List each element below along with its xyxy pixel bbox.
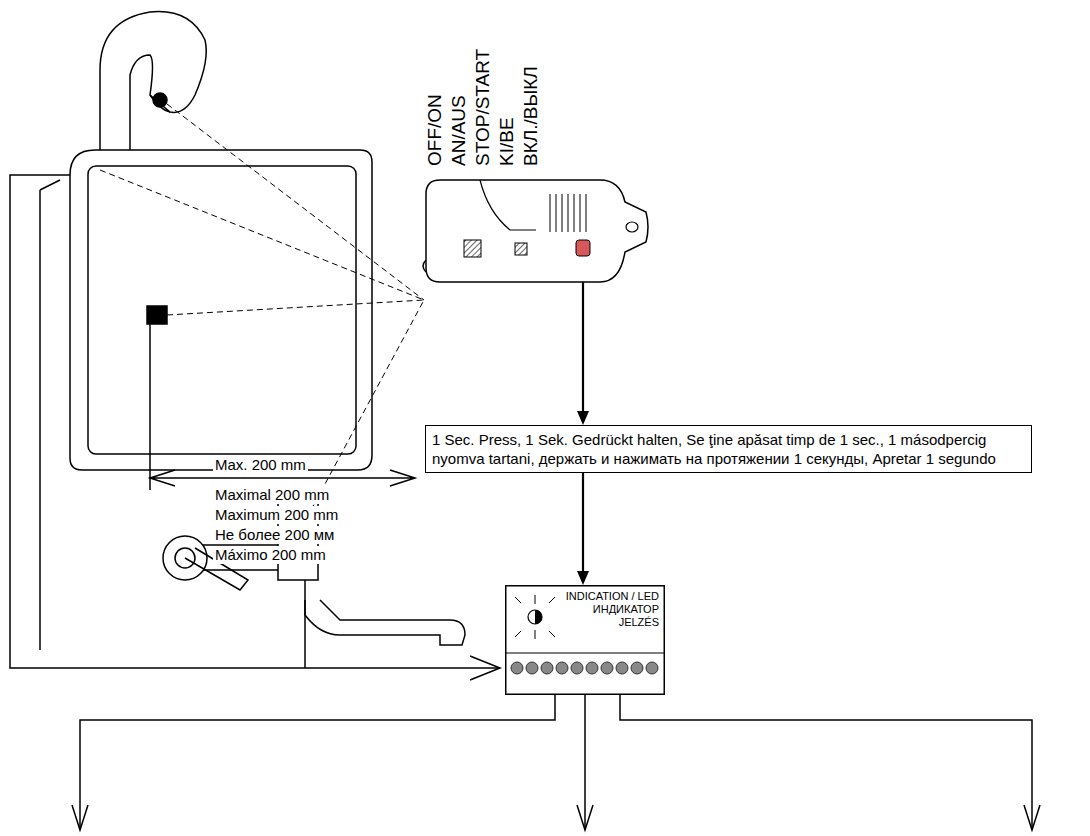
arrowhead [577,571,589,585]
key-ring [626,222,638,232]
ir-nub [423,260,426,272]
red-button [576,240,590,256]
led-ray [549,597,555,603]
led [528,610,542,624]
button-label: STOP/START [472,49,494,166]
sight-line [311,300,424,510]
grip-ridge [586,194,587,232]
output-line [80,695,1032,830]
mirror-frame [70,150,372,470]
sight-line [100,170,424,300]
faucet-sensor [153,93,167,107]
wire-arrowhead [470,656,500,680]
remote-body [426,180,648,282]
terminal [556,662,568,674]
arrowhead [577,411,589,425]
remote-outline [420,172,650,290]
dimension-label: Maximal 200 mm [213,486,331,504]
button-label: OFF/ON [424,94,446,166]
terminal [571,662,583,674]
terminal [616,662,628,674]
mirror-sensor [147,306,167,324]
instruction-box: 1 Sec. Press, 1 Sek. Gedrückt halten, Se… [425,425,1032,473]
divider [505,652,665,653]
wall-faucet-mixer [200,545,465,645]
button [464,240,481,257]
button-label: KI/BE [496,117,518,166]
button-label: AN/AUS [448,95,470,166]
sight-line [167,104,424,300]
remote-control: OFF/ONAN/AUSSTOP/STARTKI/BEВКЛ./ВЫКЛ [420,172,650,290]
connector [577,264,589,425]
wall-panel [40,180,60,650]
dimension-label: Не более 200 мм [213,526,336,544]
grip-ridge [562,194,563,232]
instruction-text: 1 Sec. Press, 1 Sek. Gedrückt halten, Se… [432,430,1025,468]
dimension-line [149,324,151,490]
sight-line [167,300,424,315]
terminal [631,662,643,674]
led-ray [535,630,536,639]
led-half [535,610,542,624]
led-ray [515,631,521,637]
control-box [506,586,665,695]
terminal [541,662,553,674]
terminal [601,662,613,674]
button-label: ВКЛ./ВЫКЛ [520,66,542,166]
connector-line [582,473,584,573]
terminal [646,662,658,674]
terminal [526,662,538,674]
grip-ridge [556,194,557,232]
indicator-label: INDICATION / LED [566,590,659,603]
connector-line [582,264,584,413]
grip-ridge [568,194,569,232]
led-ray [549,631,555,637]
led-ray [515,597,521,603]
wire [304,600,306,668]
indicator-label: JELZÉS [566,616,659,629]
connector [577,473,589,585]
output-arrowhead [72,805,1040,830]
dimension-label: Max. 200 mm [213,456,308,474]
indicator-labels: INDICATION / LEDИНДИКАТОРJELZÉS [566,590,659,629]
dimension-label: Maximum 200 mm [213,506,340,524]
grip-ridge [580,194,581,232]
dimension-label: Máximo 200 mm [213,546,328,564]
button [515,243,527,255]
terminal [586,662,598,674]
control-unit: INDICATION / LEDИНДИКАТОРJELZÉS [505,585,665,695]
grip-ridge [550,194,551,232]
indicator-label: ИНДИКАТОР [566,603,659,616]
mirror-inner [88,166,356,454]
led-ray [535,595,536,604]
remote-cap [480,180,536,230]
terminal [511,662,523,674]
grip-ridge [574,194,575,232]
